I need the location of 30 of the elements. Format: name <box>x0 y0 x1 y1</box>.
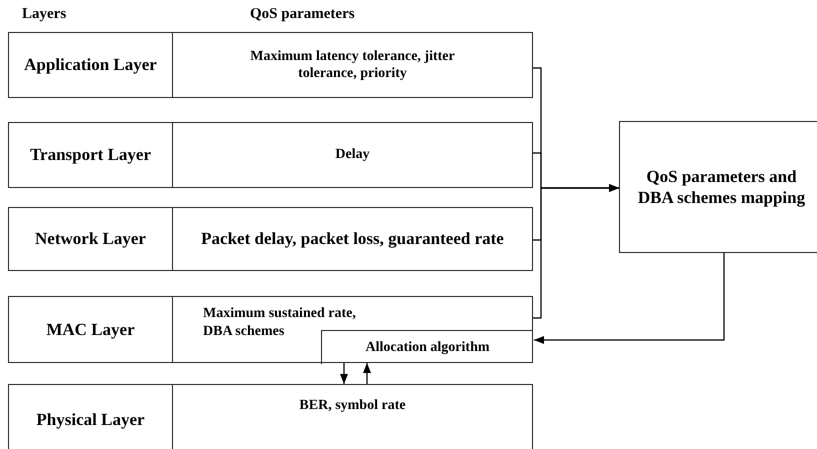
node-text: Packet delay, packet loss, guaranteed rate <box>200 228 505 250</box>
layer-cell <box>8 296 173 363</box>
arrow <box>340 363 348 384</box>
parameter-cell <box>172 32 533 98</box>
algorithm-box <box>321 330 533 364</box>
parameter-cell <box>172 384 533 449</box>
parameter-cell <box>172 296 533 363</box>
arrow <box>533 184 619 319</box>
node-text: QoS parameters and DBA schemes mapping <box>636 166 806 208</box>
layer-cell <box>8 207 173 271</box>
node-text: MAC Layer <box>46 318 135 340</box>
parameter-cell <box>172 122 533 188</box>
column-header: Layers <box>22 6 66 23</box>
node-text: Network Layer <box>35 228 146 250</box>
parameter-cell <box>172 207 533 271</box>
layer-cell <box>8 122 173 188</box>
arrow <box>363 363 371 384</box>
node-text: Application Layer <box>24 54 157 76</box>
node-text: Physical Layer <box>36 408 145 430</box>
arrow <box>534 253 725 344</box>
node-text: BER, symbol rate <box>299 397 406 414</box>
node-text: Maximum sustained rate, DBA schemes <box>203 305 357 340</box>
layer-cell <box>8 384 173 449</box>
layer-cell <box>8 32 173 98</box>
mapping-box <box>619 121 817 253</box>
node-text: Transport Layer <box>30 144 152 166</box>
node-text: Maximum latency tolerance, jitter tolerance, priority <box>249 48 456 82</box>
column-header: QoS parameters <box>250 6 355 23</box>
node-text: Delay <box>335 146 370 164</box>
node-text: Allocation algorithm <box>365 338 490 356</box>
